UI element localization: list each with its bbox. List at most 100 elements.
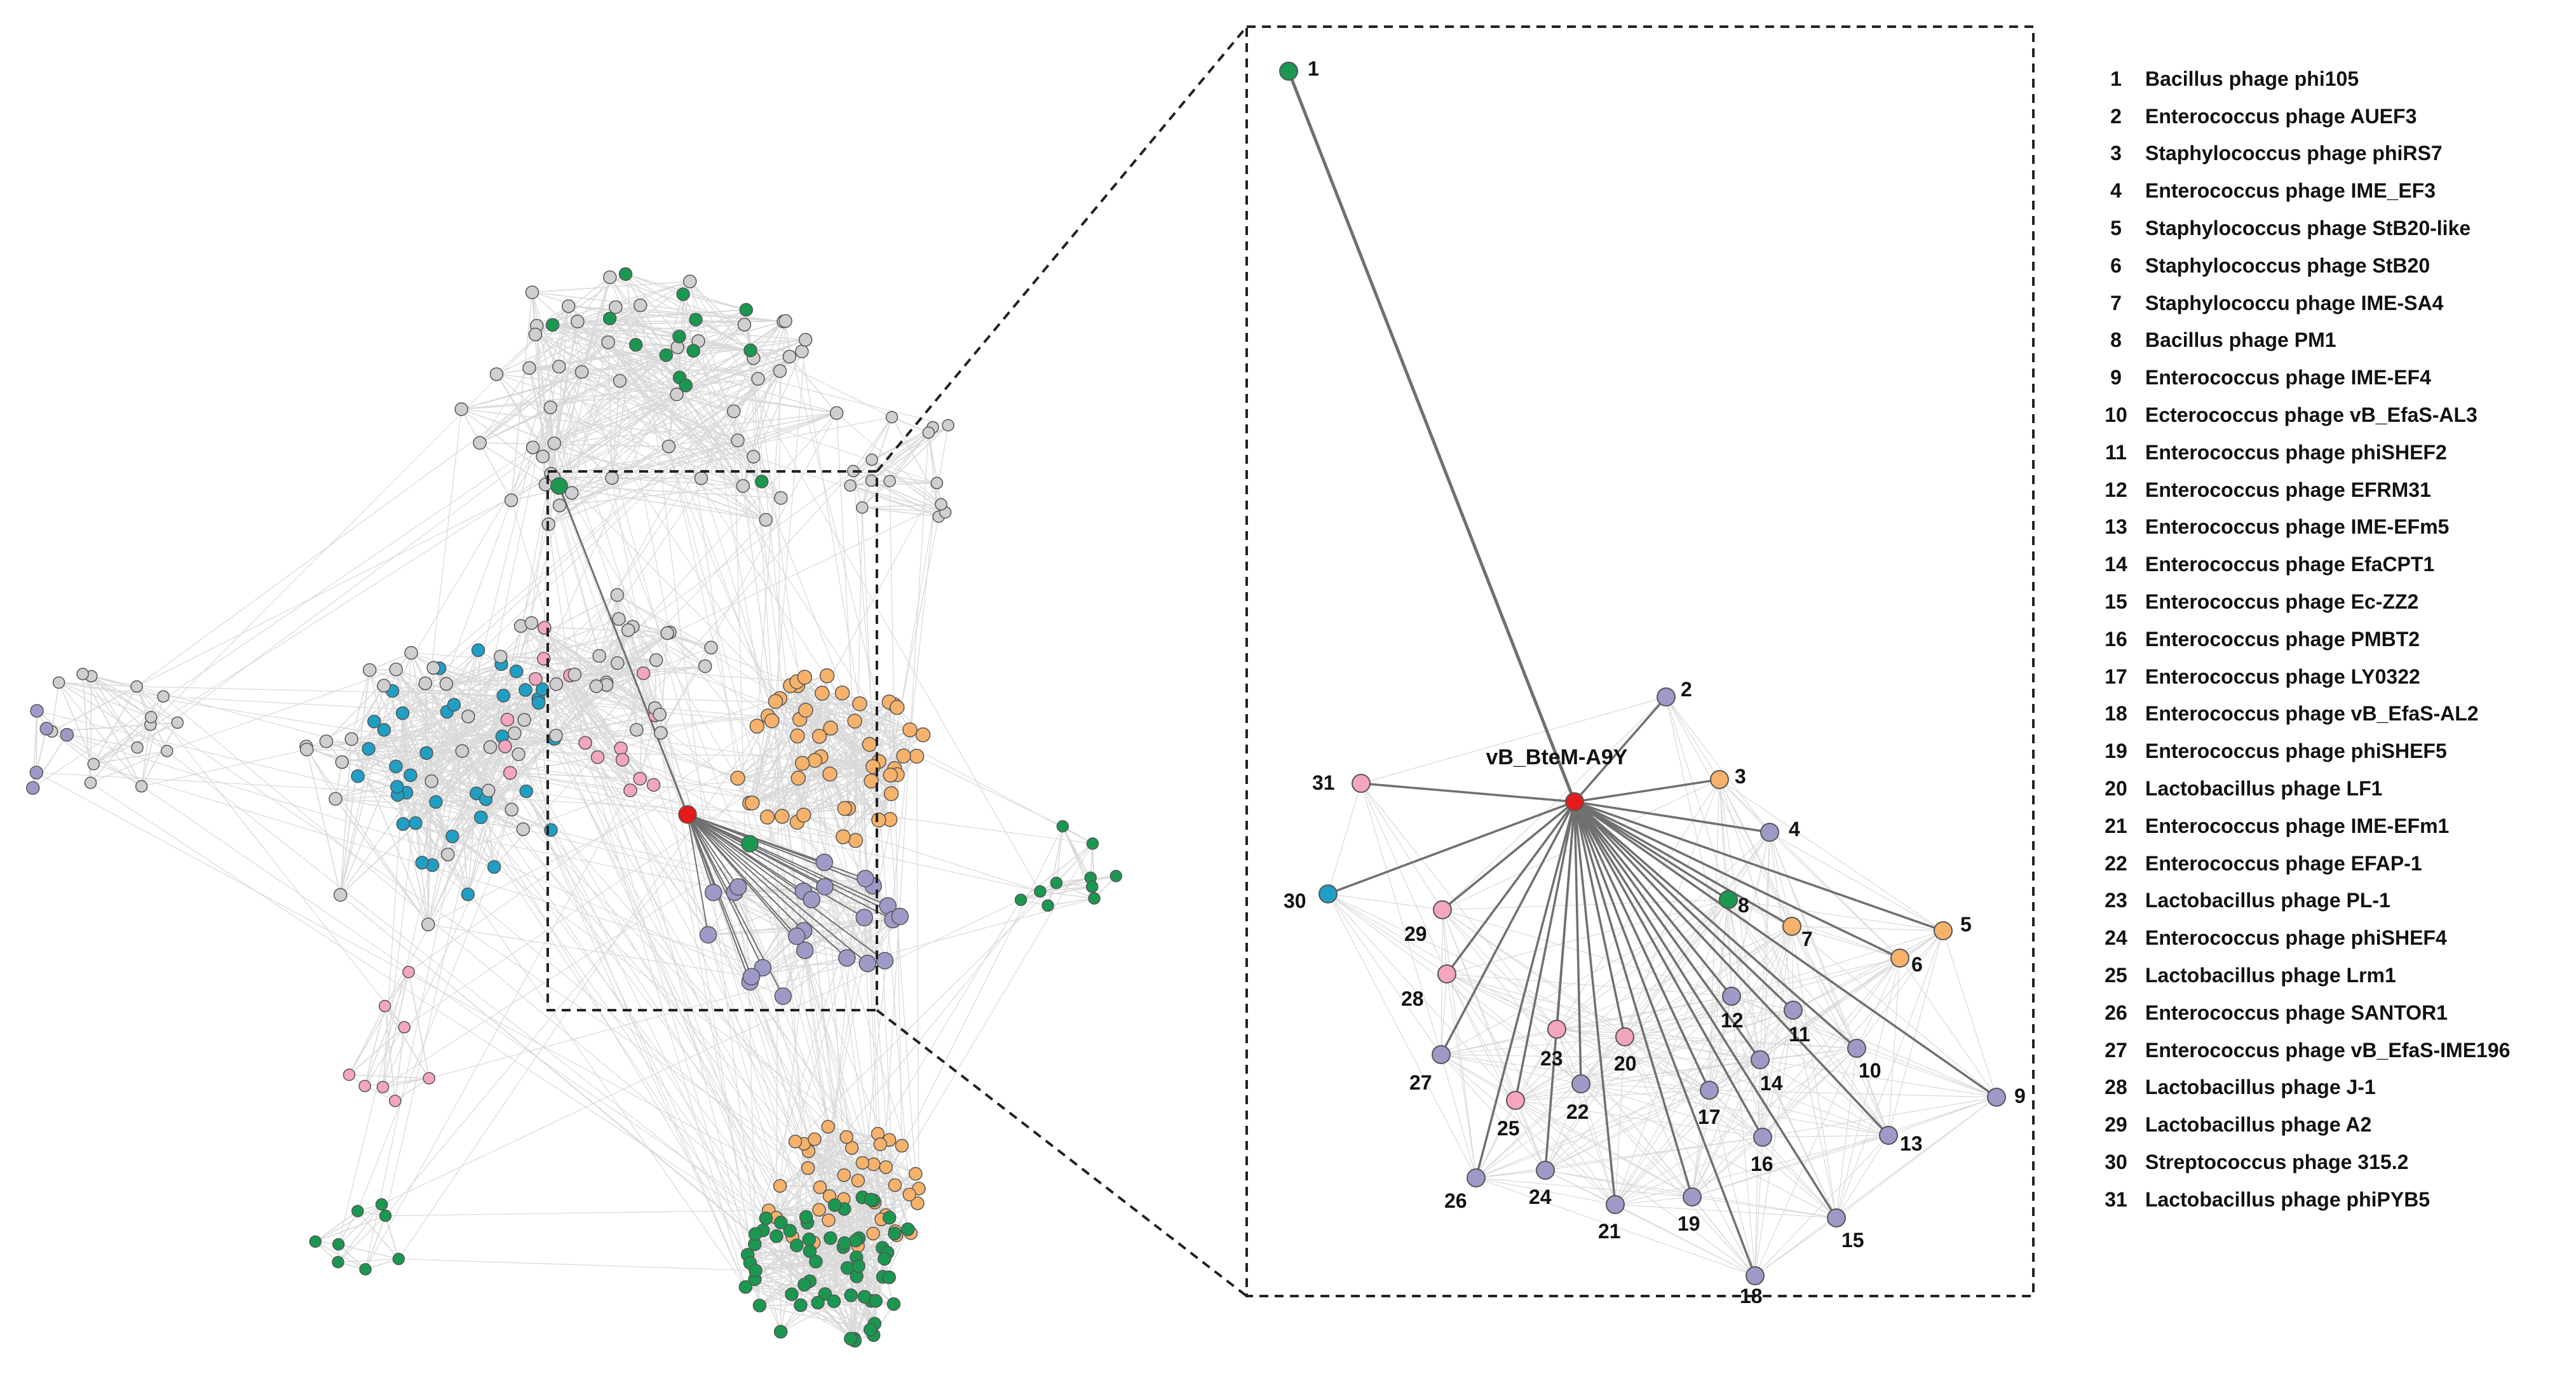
overview-edge: [766, 816, 844, 1199]
overview-node: [603, 270, 617, 285]
overview-node: [747, 450, 761, 464]
overview-edge: [550, 407, 743, 487]
legend-phage-name: Enterococcus phage EFAP-1: [2145, 851, 2422, 875]
overview-edge: [452, 378, 759, 837]
overview-edge: [485, 356, 790, 800]
zoom-node: [1719, 890, 1738, 909]
overview-node: [743, 343, 757, 358]
zoom-hub-edge: [1573, 801, 1756, 1276]
overview-node: [837, 1236, 851, 1250]
overview-node: [798, 703, 813, 718]
overview-edge: [606, 682, 656, 709]
overview-node: [812, 1203, 826, 1217]
zoom-background-edge: [1856, 1048, 1997, 1098]
zoom-hub-edge: [1573, 801, 1890, 1137]
overview-hub-edge: [687, 814, 735, 893]
overview-node: [574, 365, 589, 379]
overview-node: [848, 833, 864, 848]
zoom-background-edge: [1475, 1177, 1693, 1198]
overview-node: [483, 740, 498, 754]
legend-number: 12: [2105, 478, 2127, 501]
zoom-node: [1784, 1001, 1803, 1020]
overview-edge: [804, 1284, 851, 1339]
overview-edge: [871, 480, 946, 513]
overview-edge: [306, 748, 519, 755]
zoom-hub-edge: [1544, 801, 1576, 1171]
overview-edge: [383, 685, 463, 752]
overview-edge: [520, 625, 631, 791]
zoom-background-edge: [1793, 957, 1901, 1011]
legend-number: 29: [2105, 1113, 2127, 1137]
overview-node: [878, 1252, 891, 1266]
overview-edge: [559, 277, 611, 506]
zoom-node: [1753, 1128, 1772, 1147]
overview-edge: [689, 281, 1048, 906]
overview-node: [445, 829, 459, 844]
overview-node: [815, 686, 830, 701]
overview-node: [578, 736, 592, 750]
legend-phage-name: Enterococcus phage LY0322: [2145, 665, 2420, 688]
overview-node: [404, 645, 418, 660]
overview-node: [329, 792, 342, 806]
overview-edge: [326, 741, 524, 830]
overview-hub-edge: [687, 814, 709, 935]
zoom-background-edge: [1515, 926, 1793, 1101]
zoom-background-edge: [1442, 909, 1625, 1037]
overview-edge: [306, 749, 429, 925]
overview-node: [823, 720, 838, 736]
zoom-background-edge: [1545, 1090, 1710, 1171]
overview-node: [896, 748, 911, 764]
zoom-hub-edge: [1573, 696, 1667, 803]
overview-edge: [552, 309, 747, 326]
zoom-background-edge: [1691, 1137, 1763, 1198]
overview-edge: [559, 366, 754, 457]
overview-edge: [808, 1151, 820, 1210]
overview-node: [610, 588, 625, 602]
overview-node: [471, 643, 485, 658]
zoom-node: [1710, 770, 1729, 789]
zoom-node: [1606, 1195, 1625, 1214]
overview-edge: [510, 372, 583, 501]
overview-edge: [559, 485, 743, 506]
overview-edge: [871, 480, 937, 484]
legend-number: 5: [2110, 217, 2122, 240]
overview-hub-edge: [687, 814, 886, 961]
overview-edge: [511, 500, 746, 1287]
overview-edge: [383, 685, 489, 791]
overview-node: [798, 333, 813, 347]
overview-node: [699, 926, 717, 944]
zoom-background-edge: [1580, 1059, 1761, 1084]
overview-node: [439, 677, 454, 691]
overview-edge: [369, 652, 412, 671]
overview-edge: [843, 720, 855, 837]
overview-node: [844, 1288, 858, 1302]
overview-node: [309, 1235, 322, 1248]
overview-edge: [640, 305, 756, 1234]
overview-node: [461, 887, 475, 902]
zoom-background-edge: [1836, 930, 1944, 1219]
overview-node: [30, 704, 44, 718]
overview-node: [773, 1179, 787, 1193]
overview-node: [844, 1140, 859, 1155]
zoom-labels: 1234567891011121314151617181920212223242…: [1284, 57, 2026, 1307]
zoom-background-edge: [1691, 1059, 1761, 1198]
legend-phage-name: Enterococcus phage EFRM31: [2145, 478, 2431, 501]
overview-edge: [489, 656, 501, 747]
overview-edge: [58, 682, 142, 787]
overview-edge: [351, 670, 370, 740]
zoom-background-edge: [1441, 1054, 1477, 1179]
zoom-background-edge: [1899, 957, 1997, 1098]
overview-edge: [553, 370, 780, 478]
zoom-background-edge: [1942, 930, 1997, 1098]
overview-edge: [535, 334, 735, 412]
zoom-background-edge: [1665, 696, 1770, 833]
overview-edge: [385, 719, 801, 1217]
overview-edge: [759, 1305, 871, 1330]
overview-edge: [803, 814, 844, 837]
overview-edge: [754, 1261, 817, 1280]
overview-edge: [532, 281, 690, 293]
overview-hub-edge: [687, 814, 764, 968]
zoom-node: [1700, 1081, 1719, 1100]
